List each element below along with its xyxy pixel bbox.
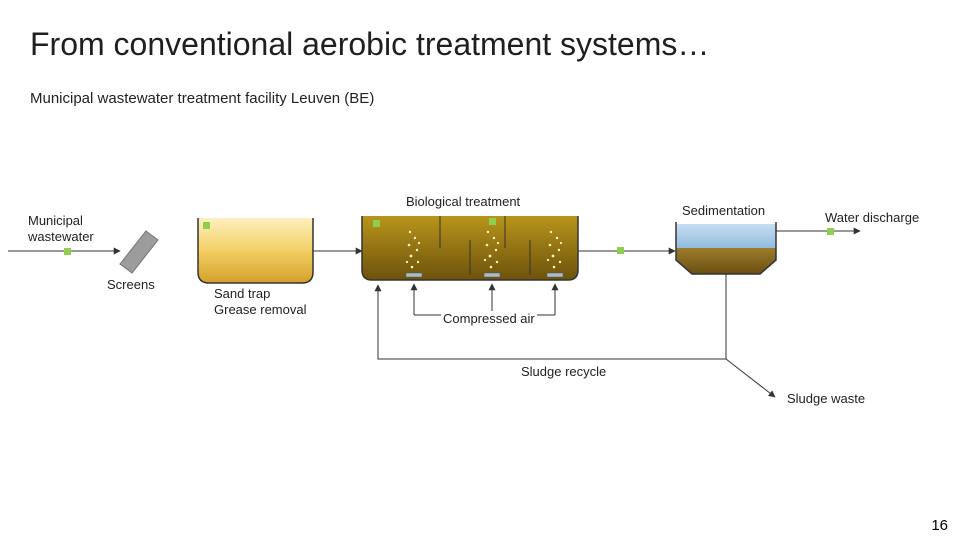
sludge-waste-line <box>725 358 776 398</box>
screens-icon <box>119 230 159 274</box>
label-municipal-wastewater: Municipal wastewater <box>28 213 94 245</box>
slide-subtitle: Municipal wastewater treatment facility … <box>30 90 375 107</box>
label-sedimentation: Sedimentation <box>682 203 766 218</box>
label-municipal-line2: wastewater <box>28 229 94 244</box>
label-sand-trap: Sand trap Grease removal <box>214 286 306 318</box>
bio-outlet-marker <box>617 247 624 254</box>
sand-trap-marker <box>203 222 210 229</box>
sand-trap-tank <box>197 218 314 284</box>
label-biological-treatment: Biological treatment <box>406 194 521 209</box>
biological-treatment-tank <box>361 216 579 281</box>
inlet-marker <box>64 248 71 255</box>
label-sludge-waste: Sludge waste <box>787 391 866 406</box>
bio-marker-1 <box>373 220 380 227</box>
label-screens: Screens <box>107 277 155 292</box>
sedimentation-clarifier <box>675 222 777 275</box>
label-municipal-line1: Municipal <box>28 213 83 228</box>
slide-title: From conventional aerobic treatment syst… <box>30 26 710 62</box>
label-water-discharge: Water discharge <box>825 210 920 225</box>
sludge-recycle-line <box>374 284 726 360</box>
label-sludge-recycle: Sludge recycle <box>521 364 607 379</box>
label-sand-trap-line1: Sand trap <box>214 286 271 301</box>
discharge-marker <box>827 228 834 235</box>
page-number: 16 <box>931 517 948 534</box>
label-compressed-air: Compressed air <box>441 311 537 327</box>
bio-marker-2 <box>489 218 496 225</box>
label-grease-removal: Grease removal <box>214 302 307 317</box>
